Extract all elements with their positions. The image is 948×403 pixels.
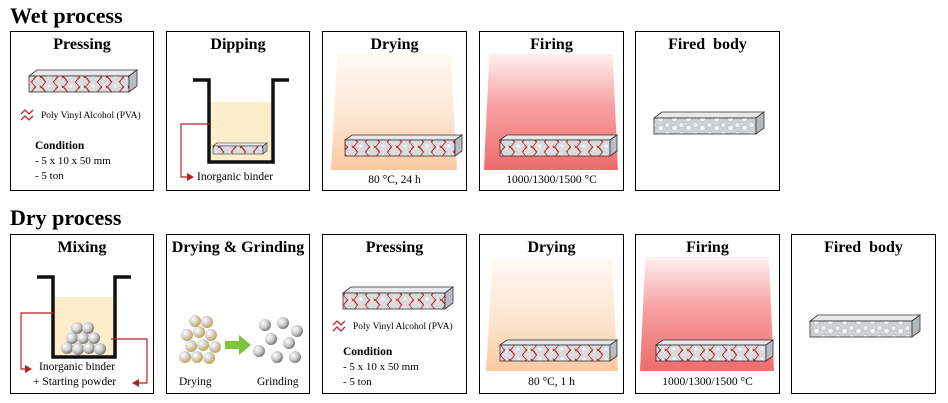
dry-drying-title: Drying bbox=[527, 239, 576, 256]
wet-dipping-label: Inorganic binder bbox=[197, 171, 274, 183]
wet-firing-title: Firing bbox=[530, 36, 573, 53]
dry-mixing-label-powder: + Starting powder bbox=[33, 376, 117, 388]
dry-firing-title: Firing bbox=[686, 239, 729, 256]
wet-pressing-condition-load: - 5 ton bbox=[35, 170, 64, 182]
dry-fired-body-box: Fired body bbox=[791, 234, 936, 394]
pva-bar-icon bbox=[341, 286, 455, 310]
wet-pressing-box: Pressing Poly Vinyl Alcohol (PVA) Condit… bbox=[10, 31, 154, 191]
dry-drying-caption: 80 °C, 1 h bbox=[528, 376, 575, 388]
dry-drying-grinding-title: Drying & Grinding bbox=[171, 239, 305, 256]
wet-dipping-title: Dipping bbox=[210, 36, 266, 53]
dry-pressing-box: Pressing Poly Vinyl Alcohol (PVA) Condit… bbox=[322, 234, 467, 394]
dry-drying-label: Drying bbox=[179, 376, 212, 388]
dried-agglomerate bbox=[179, 315, 221, 364]
powder-balls bbox=[61, 322, 106, 355]
firing-bar-icon bbox=[498, 134, 619, 157]
dry-pressing-title: Pressing bbox=[365, 239, 424, 256]
pva-bar-icon bbox=[27, 69, 139, 93]
fired-body-bar-icon bbox=[808, 314, 922, 338]
dry-firing-box: Firing 1000/1300/1500 °C bbox=[635, 234, 780, 394]
wet-drying-title: Drying bbox=[370, 36, 419, 53]
wet-pressing-title: Pressing bbox=[53, 36, 111, 53]
wet-pressing-condition-size: - 5 x 10 x 50 mm bbox=[35, 155, 111, 167]
mixing-container-icon bbox=[20, 275, 148, 387]
drying-bar-icon bbox=[343, 134, 464, 157]
wet-firing-caption: 1000/1300/1500 °C bbox=[506, 174, 597, 186]
dry-pressing-condition-load: - 5 ton bbox=[343, 376, 372, 388]
dry-mixing-title: Mixing bbox=[57, 239, 107, 256]
wet-pressing-legend: Poly Vinyl Alcohol (PVA) bbox=[41, 111, 141, 121]
dry-fired-body-title: Fired body bbox=[824, 239, 903, 256]
dry-mixing-label-binder: Inorganic binder bbox=[39, 361, 116, 373]
drying-bar-icon bbox=[498, 339, 619, 362]
dipping-container-icon bbox=[180, 78, 289, 181]
wet-fired-body-box: Fired body bbox=[635, 31, 780, 191]
ground-particles bbox=[253, 317, 303, 363]
drying-grinding-icon bbox=[179, 315, 303, 364]
pva-legend-icon bbox=[332, 320, 346, 332]
dry-firing-caption: 1000/1300/1500 °C bbox=[662, 376, 753, 388]
dry-mixing-box: Mixing Inorganic binder + Starting powde… bbox=[10, 234, 154, 394]
wet-process-title: Wet process bbox=[10, 3, 123, 28]
dry-pressing-condition-label: Condition bbox=[343, 346, 393, 358]
dry-process-title: Dry process bbox=[10, 205, 122, 230]
dry-grinding-label: Grinding bbox=[257, 376, 299, 388]
wet-fired-body-title: Fired body bbox=[668, 36, 747, 53]
firing-bar-icon bbox=[654, 339, 775, 362]
dry-drying-grinding-box: Drying & Grinding Drying Grindin bbox=[166, 234, 310, 394]
wet-dipping-box: Dipping Inorganic binder bbox=[166, 31, 310, 191]
wet-drying-caption: 80 °C, 24 h bbox=[368, 174, 421, 186]
pva-legend-icon bbox=[20, 109, 34, 121]
dry-pressing-legend: Poly Vinyl Alcohol (PVA) bbox=[353, 322, 453, 332]
fired-body-bar-icon bbox=[652, 111, 766, 135]
wet-pressing-condition-label: Condition bbox=[35, 140, 85, 152]
dry-pressing-condition-size: - 5 x 10 x 50 mm bbox=[343, 361, 419, 373]
dry-drying-box: Drying 80 °C, 1 h bbox=[479, 234, 624, 394]
wet-drying-box: Drying 80 °C, 24 h bbox=[322, 31, 467, 191]
process-arrow-icon bbox=[225, 335, 251, 355]
wet-firing-box: Firing 1000/1300/1500 °C bbox=[479, 31, 624, 191]
